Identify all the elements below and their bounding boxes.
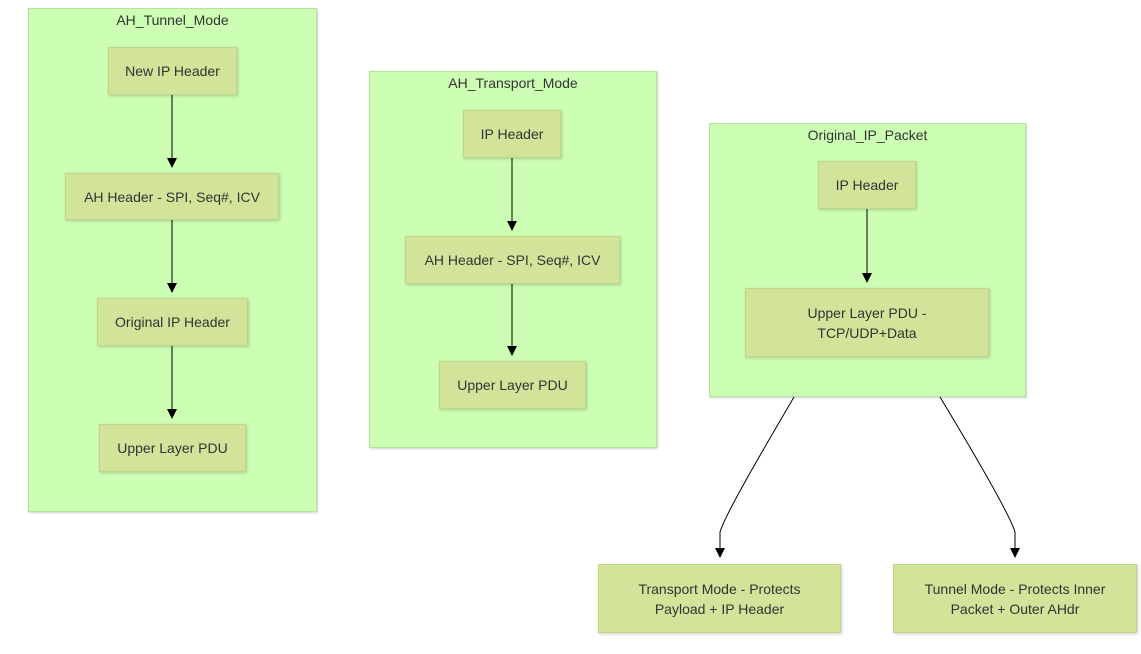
tunnel-mode-note-label: Tunnel Mode - Protects Inner Packet + Ou… xyxy=(924,580,1106,617)
original-ip-header-node: IP Header xyxy=(818,161,916,209)
transport-mode-note-node: Transport Mode - Protects Payload + IP H… xyxy=(598,564,841,633)
tunnel-ah-header-node: AH Header - SPI, Seq#, ICV xyxy=(65,173,279,220)
transport-ah-header-label: AH Header - SPI, Seq#, ICV xyxy=(424,252,601,268)
cluster-title-original-ip-packet: Original_IP_Packet xyxy=(807,127,928,143)
original-ip-header-label: IP Header xyxy=(835,177,899,193)
edge-original-to-transport-note xyxy=(715,396,795,558)
original-upper-layer-pdu-label: Upper Layer PDU - TCP/UDP+Data xyxy=(807,304,927,341)
tunnel-original-ip-header-label: Original IP Header xyxy=(115,314,230,330)
tunnel-ah-header-label: AH Header - SPI, Seq#, ICV xyxy=(84,188,260,205)
cluster-title-ah-transport-mode: AH_Transport_Mode xyxy=(448,75,578,91)
tunnel-upper-layer-pdu-label: Upper Layer PDU xyxy=(117,440,228,456)
tunnel-new-ip-header-label: New IP Header xyxy=(125,63,220,79)
tunnel-mode-note-node: Tunnel Mode - Protects Inner Packet + Ou… xyxy=(893,564,1137,633)
tunnel-upper-layer-pdu-node: Upper Layer PDU xyxy=(99,424,246,472)
original-upper-layer-pdu-node: Upper Layer PDU - TCP/UDP+Data xyxy=(745,288,989,357)
transport-ip-header-label: IP Header xyxy=(480,126,544,142)
tunnel-new-ip-header-node: New IP Header xyxy=(108,47,237,95)
transport-upper-layer-pdu-node: Upper Layer PDU xyxy=(439,361,586,409)
transport-mode-note-label: Transport Mode - Protects Payload + IP H… xyxy=(638,580,801,617)
cluster-title-ah-tunnel-mode: AH_Tunnel_Mode xyxy=(116,12,229,28)
tunnel-original-ip-header-node: Original IP Header xyxy=(97,298,248,346)
transport-ah-header-node: AH Header - SPI, Seq#, ICV xyxy=(405,236,620,284)
transport-ip-header-node: IP Header xyxy=(463,110,561,158)
transport-upper-layer-pdu-label: Upper Layer PDU xyxy=(457,377,568,393)
edge-original-to-tunnel-note xyxy=(939,396,1020,558)
